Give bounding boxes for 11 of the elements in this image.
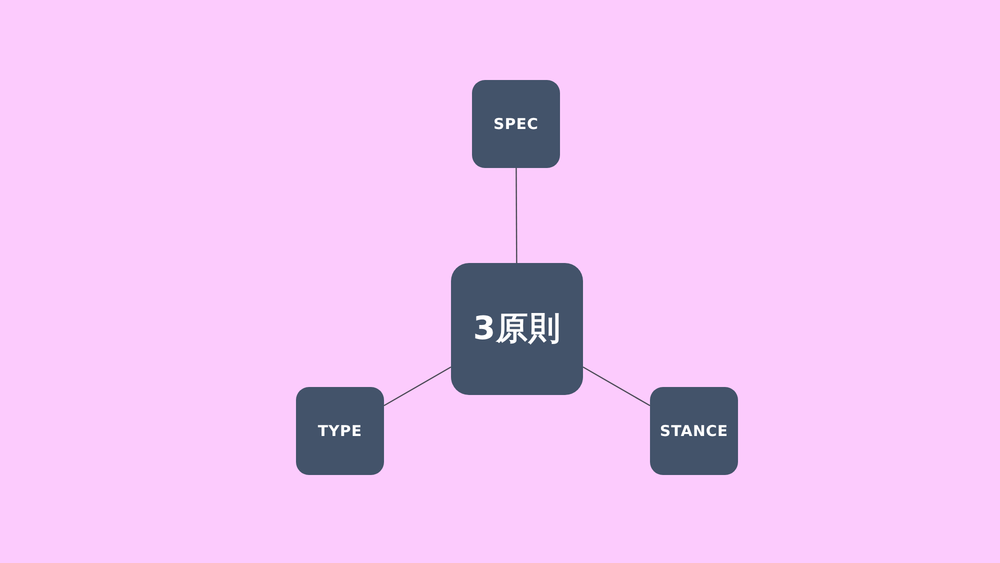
rounded-box <box>451 263 583 395</box>
node-label: STANCE <box>660 422 728 440</box>
rounded-box <box>472 80 560 168</box>
node-label: 3原則 <box>473 308 561 349</box>
node-label: SPEC <box>493 115 539 133</box>
rounded-box <box>296 387 384 475</box>
node-label: TYPE <box>318 422 362 440</box>
connector-line <box>384 366 452 406</box>
connector-line <box>582 366 650 406</box>
connector-line <box>516 168 518 263</box>
rounded-box <box>650 387 738 475</box>
